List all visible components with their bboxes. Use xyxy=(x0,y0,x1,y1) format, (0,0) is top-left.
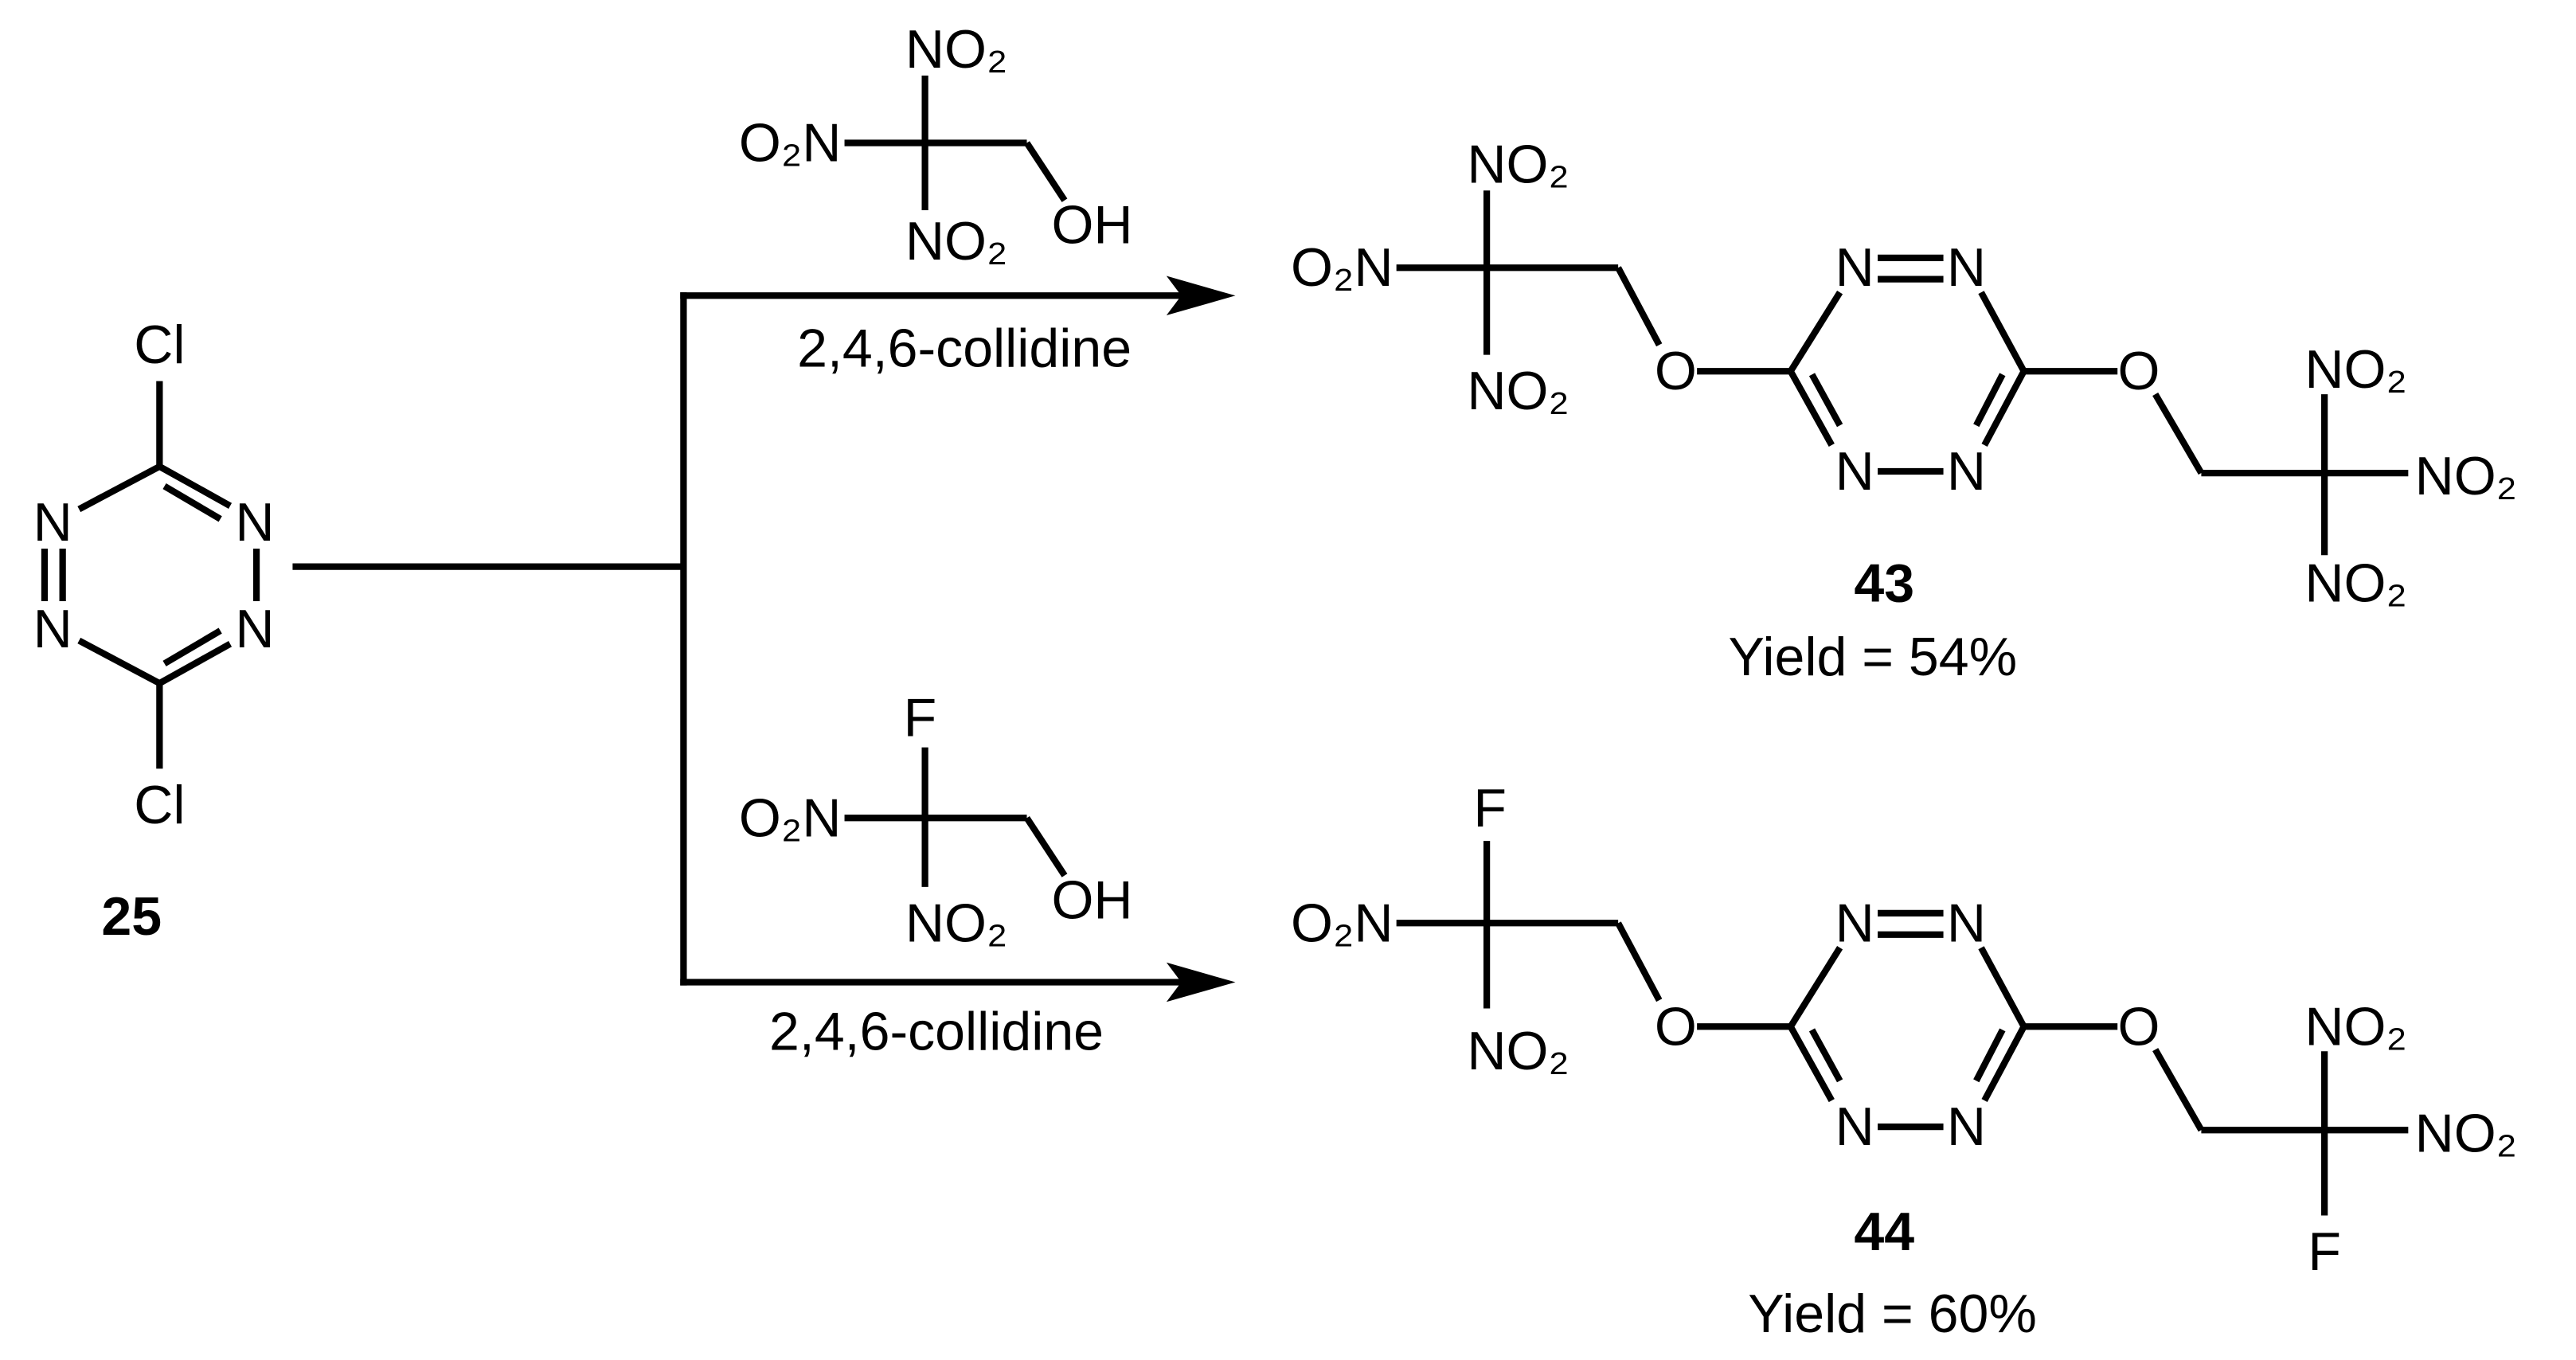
yield-label: Yield = 54% xyxy=(1729,627,2018,687)
reaction-arrows xyxy=(292,276,1236,1002)
nitro-group-label: NO₂ xyxy=(2415,1103,2518,1163)
hydroxyl-label: OH xyxy=(1051,870,1132,930)
single-bond xyxy=(1024,816,1068,877)
atom-label-oxygen: O xyxy=(2118,996,2160,1057)
atom-label-oxygen: O xyxy=(2118,341,2160,401)
nitro-group-label: O₂N xyxy=(739,787,842,848)
nitro-group-label: NO₂ xyxy=(2304,339,2407,400)
single-bond xyxy=(1024,141,1068,202)
single-bond xyxy=(1788,946,1843,1029)
nitro-group-label: NO₂ xyxy=(1467,361,1569,421)
yield-label: Yield = 60% xyxy=(1748,1284,2037,1344)
compound-43: NO₂ O₂N NO₂ O N N N N O NO₂ NO₂ NO₂ 43 Y… xyxy=(1291,134,2517,687)
single-bond xyxy=(1978,291,2027,373)
single-bond xyxy=(77,463,162,513)
atom-label-fluorine: F xyxy=(904,687,937,748)
double-bond-line xyxy=(162,627,222,666)
double-bond-line xyxy=(1808,373,1843,428)
atom-label-nitrogen: N xyxy=(1947,237,1986,298)
compound-25: Cl N N N N Cl 25 xyxy=(33,315,275,947)
compound-43-bonds xyxy=(1396,190,2409,556)
atom-label-oxygen: O xyxy=(1655,341,1697,401)
double-bond-line xyxy=(158,463,233,509)
nitro-group-label: NO₂ xyxy=(905,211,1008,272)
nitro-group-label: O₂N xyxy=(1291,237,1394,298)
compound-25-bonds xyxy=(41,381,260,769)
nitro-group-label: O₂N xyxy=(739,112,842,173)
double-bond-line xyxy=(158,641,233,686)
hydroxyl-label: OH xyxy=(1051,195,1132,256)
atom-label-nitrogen: N xyxy=(1947,1096,1986,1157)
double-bond-line xyxy=(1808,1028,1843,1083)
compound-number: 25 xyxy=(101,886,162,947)
nitro-group-label: NO₂ xyxy=(2304,553,2407,613)
single-bond xyxy=(77,637,162,686)
compound-number: 44 xyxy=(1854,1202,1914,1262)
reagent-fluorodinitroethanol: F O₂N NO₂ OH xyxy=(739,687,1133,953)
nitro-group-label: NO₂ xyxy=(2415,446,2518,506)
double-bond-line xyxy=(1788,369,1835,447)
reaction-conditions: 2,4,6-collidine xyxy=(797,318,1132,378)
single-bond xyxy=(2152,1048,2204,1132)
nitro-group-label: NO₂ xyxy=(905,19,1008,80)
nitro-group-label: NO₂ xyxy=(2304,996,2407,1057)
atom-label-fluorine: F xyxy=(2308,1221,2341,1282)
atom-label-nitrogen: N xyxy=(1835,441,1874,502)
single-bond xyxy=(1978,946,2027,1029)
compound-44-bonds xyxy=(1396,841,2409,1216)
nitro-group-label: O₂N xyxy=(1291,893,1394,953)
double-bond-line xyxy=(1973,373,2006,428)
atom-label-nitrogen: N xyxy=(1947,441,1986,502)
atom-label-nitrogen: N xyxy=(33,599,72,659)
nitro-group-label: NO₂ xyxy=(905,893,1008,953)
single-bond xyxy=(2152,392,2204,475)
atom-label-nitrogen: N xyxy=(235,492,274,553)
atom-label-fluorine: F xyxy=(1473,778,1507,838)
compound-number: 43 xyxy=(1854,553,1914,613)
atom-label-nitrogen: N xyxy=(1835,237,1874,298)
nitro-group-label: NO₂ xyxy=(1467,1021,1569,1081)
single-bond xyxy=(1788,290,1843,373)
arrowhead xyxy=(1166,962,1236,1002)
double-bond-line xyxy=(1973,1028,2006,1083)
reaction-conditions: 2,4,6-collidine xyxy=(769,1001,1104,1061)
double-bond-line xyxy=(1981,1025,2027,1103)
atom-label-nitrogen: N xyxy=(33,492,72,553)
atom-label-nitrogen: N xyxy=(235,599,274,659)
atom-label-nitrogen: N xyxy=(1947,893,1986,953)
atom-label-chlorine: Cl xyxy=(134,775,185,835)
single-bond xyxy=(1615,921,1663,1002)
atom-label-nitrogen: N xyxy=(1835,893,1874,953)
compound-44: F O₂N NO₂ O N N N N O NO₂ NO₂ F 44 Yield… xyxy=(1291,778,2517,1344)
double-bond-line xyxy=(162,483,222,522)
double-bond-line xyxy=(1981,369,2027,447)
single-bond xyxy=(1615,266,1663,347)
arrowhead xyxy=(1166,276,1236,316)
atom-label-nitrogen: N xyxy=(1835,1096,1874,1157)
atom-label-oxygen: O xyxy=(1655,996,1697,1057)
atom-label-chlorine: Cl xyxy=(134,315,185,375)
double-bond-line xyxy=(1788,1025,1835,1103)
nitro-group-label: NO₂ xyxy=(1467,134,1569,194)
reagent-trinitroethanol: NO₂ O₂N NO₂ OH xyxy=(739,19,1133,272)
